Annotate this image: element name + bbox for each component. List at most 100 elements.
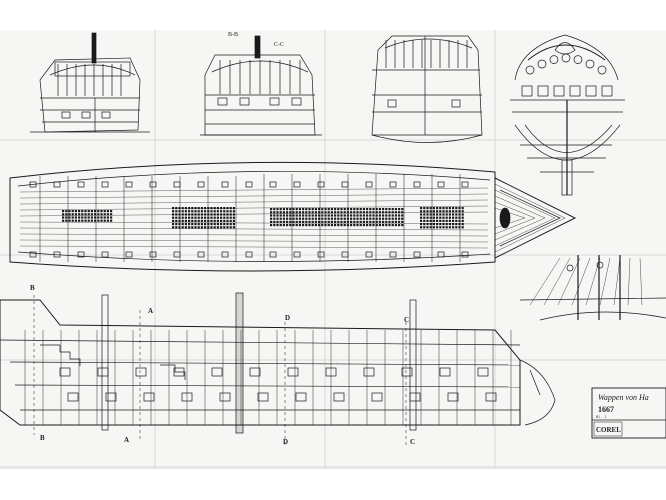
forward-section-view [371, 35, 483, 143]
grating-cell [286, 214, 289, 217]
stern-window [585, 85, 597, 97]
grating-cell [362, 217, 365, 220]
grating-cell [346, 220, 349, 223]
deck-fitting [29, 181, 37, 188]
grating-cell [295, 214, 298, 217]
stern-window [537, 85, 549, 97]
bow-line [494, 207, 526, 219]
grating-cell [327, 214, 330, 217]
grating-cell [172, 207, 175, 210]
grating-cell [445, 216, 448, 219]
grating-cell [420, 216, 423, 219]
grating-cell [188, 216, 191, 219]
grating-cell [103, 216, 106, 219]
grating-cell [181, 207, 184, 210]
grating-cell [445, 219, 448, 222]
grating-cell [210, 210, 213, 213]
crest-ornament [554, 42, 576, 55]
grating-cell [204, 226, 207, 229]
grating-cell [439, 213, 442, 216]
grating-cell [229, 223, 232, 226]
deck-fitting [293, 181, 301, 188]
grating-cell [172, 223, 175, 226]
grating-cell [378, 217, 381, 220]
grating-cell [184, 210, 187, 213]
grating-cell [110, 213, 113, 216]
grating-cell [204, 213, 207, 216]
grating-cell [452, 216, 455, 219]
grating-cell [178, 210, 181, 213]
grating-cell [337, 214, 340, 217]
grating-cell [461, 210, 464, 213]
grating-cell [429, 226, 432, 229]
grating-cell [401, 208, 404, 211]
rigging-line [613, 257, 621, 306]
grating-cell [314, 211, 317, 214]
grating-cell [324, 224, 327, 227]
grating-cell [286, 220, 289, 223]
grating-cell [197, 213, 200, 216]
grating-cell [343, 214, 346, 217]
grating-cell [375, 220, 378, 223]
grating-cell [276, 211, 279, 214]
grating-cell [276, 220, 279, 223]
grating-cell [385, 217, 388, 220]
grating-cell [175, 207, 178, 210]
grating-cell [391, 211, 394, 214]
grating-cell [426, 207, 429, 210]
grating-cell [394, 224, 397, 227]
carved-ornament [573, 55, 583, 64]
grating-cell [305, 217, 308, 220]
gun-port [401, 367, 413, 377]
deck-plank [19, 199, 489, 205]
grating-cell [359, 224, 362, 227]
grating-cell [311, 224, 314, 227]
grating-cell [289, 208, 292, 211]
grating-cell [292, 208, 295, 211]
grating-cell [452, 226, 455, 229]
grating-cell [62, 216, 65, 219]
grating-cell [401, 217, 404, 220]
grating-cell [78, 216, 81, 219]
grating-cell [359, 208, 362, 211]
grating-cell [223, 210, 226, 213]
grating-cell [292, 224, 295, 227]
grating-cell [298, 220, 301, 223]
grating-cell [375, 208, 378, 211]
grating-cell [321, 224, 324, 227]
deck-fitting [461, 251, 469, 258]
grating-cell [207, 213, 210, 216]
grating-cell [343, 220, 346, 223]
grating-cell [378, 224, 381, 227]
grating-cell [458, 219, 461, 222]
grating-cell [369, 217, 372, 220]
grating-cell [426, 216, 429, 219]
grating-cell [305, 220, 308, 223]
grating-cell [429, 213, 432, 216]
grating-cell [220, 219, 223, 222]
grating-cell [324, 214, 327, 217]
deck-fitting [389, 181, 397, 188]
grating-cell [87, 219, 90, 222]
grating-cell [461, 216, 464, 219]
grating-cell [302, 224, 305, 227]
grating-cell [207, 207, 210, 210]
grating-cell [311, 211, 314, 214]
grating-cell [442, 223, 445, 226]
grating-cell [295, 224, 298, 227]
grating-cell [302, 220, 305, 223]
deck-fitting [413, 251, 421, 258]
grating-cell [305, 224, 308, 227]
grating-cell [197, 210, 200, 213]
grating-cell [172, 226, 175, 229]
grating-cell [178, 207, 181, 210]
grating-cell [90, 210, 93, 213]
grating-cell [286, 217, 289, 220]
gun-port [211, 367, 223, 377]
grating-cell [321, 208, 324, 211]
grating-cell [318, 217, 321, 220]
grating-cell [432, 223, 435, 226]
grating-cell [423, 213, 426, 216]
grating-cell [398, 220, 401, 223]
grating-cell [184, 226, 187, 229]
